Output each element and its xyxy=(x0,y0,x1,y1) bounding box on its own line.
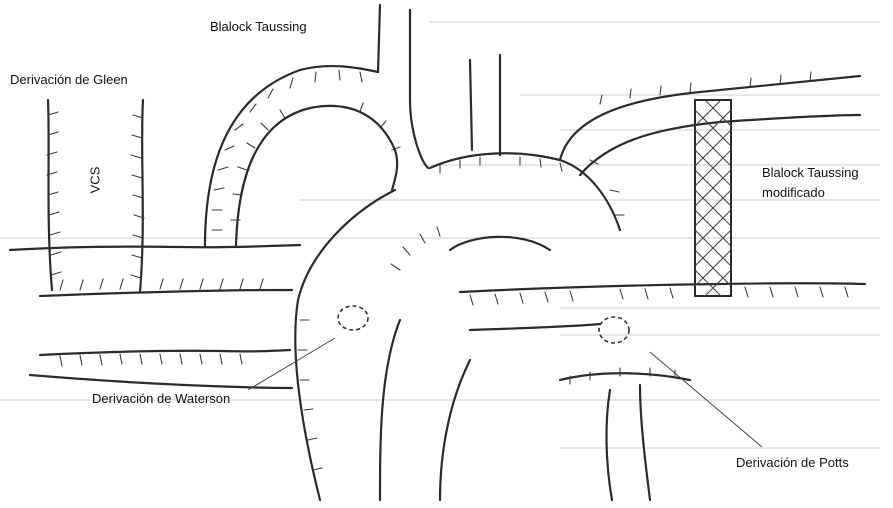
blalock-modified-label-line1: Blalock Taussing xyxy=(762,165,859,181)
svc-vessel xyxy=(47,100,144,292)
blalock-taussing-shunt xyxy=(205,5,428,246)
gleen-label: Derivación de Gleen xyxy=(10,72,128,88)
pulmonary-artery xyxy=(10,245,865,388)
blalock-modified-label-line2: modificado xyxy=(762,185,825,201)
vcs-label: VCS xyxy=(87,167,103,194)
waterson-label: Derivación de Waterson xyxy=(92,391,230,407)
blalock-taussing-label: Blalock Taussing xyxy=(210,19,307,35)
potts-label: Derivación de Potts xyxy=(736,455,849,471)
waterson-leader-line xyxy=(248,338,335,390)
central-vessel xyxy=(298,227,690,500)
potts-anastomosis xyxy=(599,317,629,343)
waterson-anastomosis xyxy=(338,306,368,330)
modified-bt-graft xyxy=(695,100,731,296)
